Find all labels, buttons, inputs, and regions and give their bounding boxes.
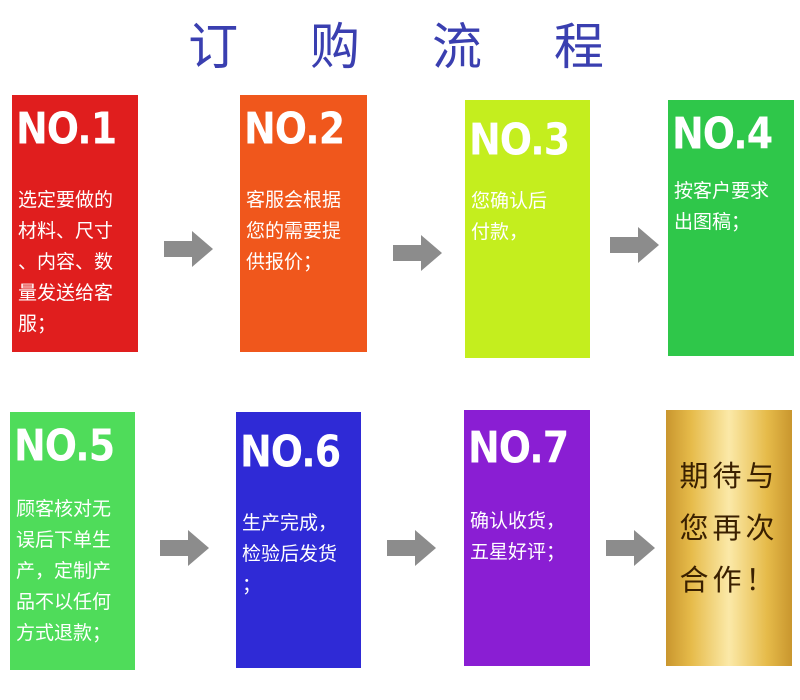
- step-card-3: NO.3 您确认后 付款，: [465, 100, 590, 358]
- final-card: 期待与 您再次 合作！: [666, 410, 792, 666]
- step-number: NO.3: [469, 114, 570, 165]
- arrow-right-icon: [606, 530, 655, 566]
- step-number: NO.7: [468, 422, 569, 473]
- step-card-6: NO.6 生产完成， 检验后发货 ；: [236, 412, 361, 668]
- final-message: 期待与 您再次 合作！: [679, 459, 779, 597]
- page-title: 订 购 流 程: [188, 18, 632, 76]
- arrow-right-icon: [164, 231, 213, 267]
- step-description: 顾客核对无 误后下单生 产，定制产 品不以任何 方式退款；: [16, 498, 112, 644]
- arrow-right-icon: [610, 227, 659, 263]
- step-number: NO.2: [244, 103, 345, 154]
- step-card-5: NO.5 顾客核对无 误后下单生 产，定制产 品不以任何 方式退款；: [10, 412, 135, 670]
- step-number: NO.1: [16, 103, 117, 154]
- step-card-2: NO.2 客服会根据 您的需要提 供报价；: [240, 95, 367, 352]
- step-number: NO.4: [672, 108, 773, 159]
- step-card-1: NO.1 选定要做的 材料、尺寸 、内容、数 量发送给客 服；: [12, 95, 138, 352]
- arrow-right-icon: [160, 530, 209, 566]
- arrow-right-icon: [387, 530, 436, 566]
- step-card-4: NO.4 按客户要求 出图稿；: [668, 100, 794, 356]
- step-description: 按客户要求 出图稿；: [674, 180, 770, 233]
- arrow-right-icon: [393, 235, 442, 271]
- step-description: 生产完成， 检验后发货 ；: [242, 512, 338, 596]
- step-description: 确认收货， 五星好评；: [470, 510, 566, 563]
- step-description: 选定要做的 材料、尺寸 、内容、数 量发送给客 服；: [18, 189, 114, 335]
- step-description: 客服会根据 您的需要提 供报价；: [246, 189, 342, 273]
- step-description: 您确认后 付款，: [471, 190, 548, 243]
- step-number: NO.6: [240, 426, 341, 477]
- step-number: NO.5: [14, 420, 115, 471]
- step-card-7: NO.7 确认收货， 五星好评；: [464, 410, 590, 666]
